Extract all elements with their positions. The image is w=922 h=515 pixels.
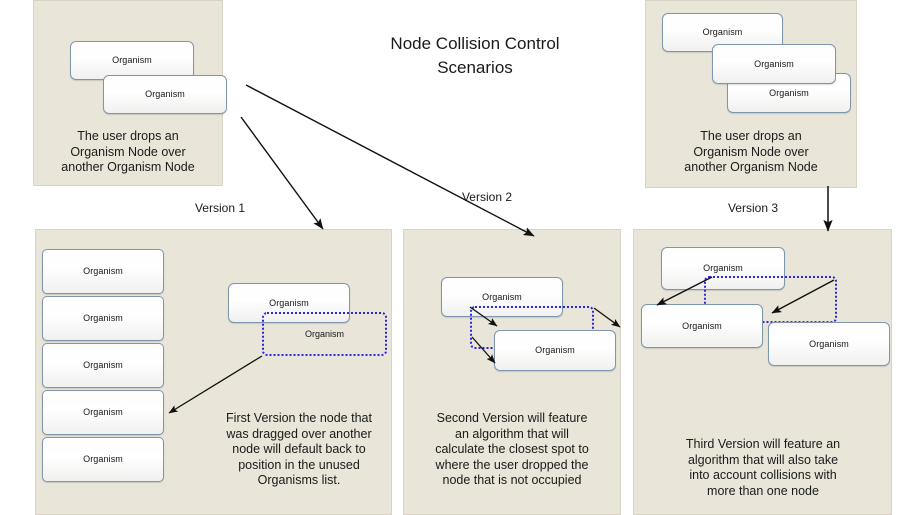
v1-ghost-node[interactable]: Organism <box>262 312 387 356</box>
caption-version-1: First Version the node that was dragged … <box>208 411 390 489</box>
top-left-node-back[interactable]: Organism <box>70 41 194 80</box>
caption-top-left: The user drops an Organism Node over ano… <box>33 129 223 176</box>
caption-line: more than one node <box>707 483 819 498</box>
caption-line: Second Version will feature <box>436 411 588 425</box>
caption-line: an algorithm that will <box>455 426 569 441</box>
caption-line: node will default back to <box>232 442 366 456</box>
node-label: Organism <box>482 291 522 302</box>
node-label: Organism <box>83 360 123 370</box>
node-label: Organism <box>682 320 722 331</box>
version-label-3: Version 3 <box>727 201 779 215</box>
node-label: Organism <box>769 87 809 98</box>
v1-list-node-5[interactable]: Organism <box>42 437 164 482</box>
caption-line: where the user dropped the <box>435 457 589 472</box>
caption-version-2: Second Version will feature an algorithm… <box>406 411 618 489</box>
v3-resolved-node-right[interactable]: Organism <box>768 322 890 366</box>
v1-list-node-1[interactable]: Organism <box>42 249 164 294</box>
caption-line: position in the unused <box>238 457 360 472</box>
caption-line: Organism Node over <box>70 144 186 159</box>
caption-version-3: Third Version will feature an algorithm … <box>640 437 886 499</box>
v2-target-node[interactable]: Organism <box>441 277 563 317</box>
caption-line: Organisms list. <box>257 473 341 487</box>
version-label-2: Version 2 <box>461 190 513 204</box>
node-label: Organism <box>83 313 123 323</box>
node-label: Organism <box>83 266 123 276</box>
caption-line: another Organism Node <box>684 160 818 174</box>
version-label-1: Version 1 <box>194 201 246 215</box>
v2-resolved-node[interactable]: Organism <box>494 330 616 371</box>
top-right-node-front[interactable]: Organism <box>712 44 836 84</box>
page-title: Node Collision Control Scenarios <box>300 32 650 80</box>
caption-line: calculate the closest spot to <box>435 442 589 456</box>
v1-target-node[interactable]: Organism <box>228 283 350 323</box>
node-label: Organism <box>809 338 849 349</box>
panel-version-2 <box>403 229 621 515</box>
caption-line: algorithm that will also take <box>687 452 839 467</box>
node-label: Organism <box>535 345 575 355</box>
caption-line: The user drops an <box>77 129 179 143</box>
node-label: Organism <box>754 58 794 69</box>
caption-line: Organism Node over <box>693 144 809 159</box>
v1-list-node-2[interactable]: Organism <box>42 296 164 341</box>
v1-list-node-3[interactable]: Organism <box>42 343 164 388</box>
node-label: Organism <box>83 407 123 417</box>
top-left-node-front[interactable]: Organism <box>103 75 227 114</box>
caption-line: another Organism Node <box>61 160 195 174</box>
page-title-line-1: Node Collision Control <box>390 34 560 53</box>
caption-line: The user drops an <box>700 129 802 143</box>
ghost-node-label: Organism <box>304 329 344 339</box>
node-label: Organism <box>703 263 743 273</box>
node-label: Organism <box>112 55 152 65</box>
v3-resolved-node-left[interactable]: Organism <box>641 304 763 348</box>
node-label: Organism <box>269 297 309 308</box>
caption-line: Third Version will feature an <box>685 437 841 451</box>
v1-list-node-4[interactable]: Organism <box>42 390 164 435</box>
caption-top-right: The user drops an Organism Node over ano… <box>645 129 857 176</box>
node-label: Organism <box>702 27 743 37</box>
node-label: Organism <box>145 89 185 99</box>
page-title-line-2: Scenarios <box>437 58 513 77</box>
caption-line: into account collisions with <box>689 468 837 482</box>
caption-line: First Version the node that <box>226 411 372 425</box>
caption-line: was dragged over another <box>226 426 372 441</box>
node-label: Organism <box>83 454 123 464</box>
caption-line: node that is not occupied <box>442 473 582 487</box>
